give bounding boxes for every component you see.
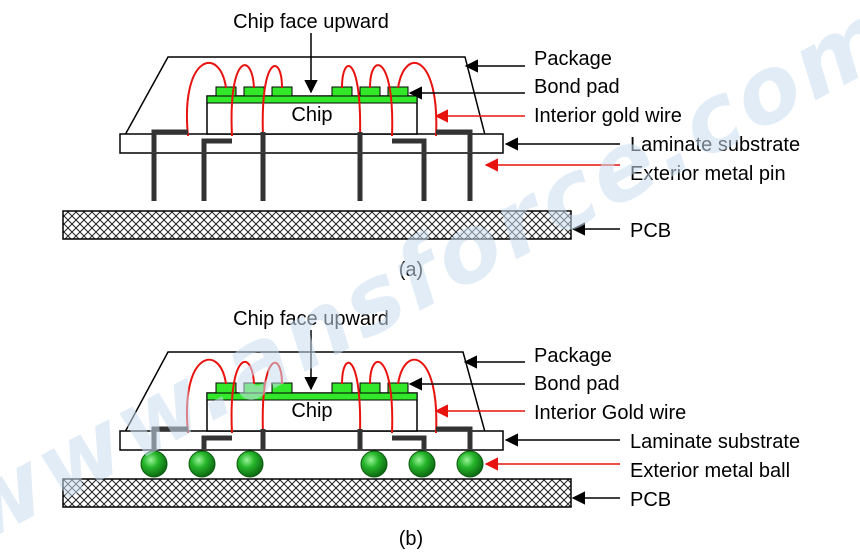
chip-label: Chip	[291, 400, 332, 422]
bond-pad	[331, 382, 353, 394]
substrate-traces	[151, 129, 473, 152]
solder-ball	[236, 450, 264, 478]
substrate-traces	[151, 426, 473, 449]
trace	[392, 435, 427, 449]
chip-label: Chip	[291, 104, 332, 126]
solder-ball	[360, 450, 388, 478]
pcb-label: PCB	[630, 489, 671, 511]
substrate-label: Laminate substrate	[630, 431, 800, 453]
chip-top-layer	[206, 95, 418, 104]
chip-face-label: Chip face upward	[233, 11, 389, 33]
pcb-board	[62, 210, 572, 240]
gold-wire-label: Interior gold wire	[534, 105, 682, 127]
solder-ball	[456, 450, 484, 478]
diagram-b: Chip face upward Chip Package Bond pad I…	[62, 308, 800, 550]
pcb-label: PCB	[630, 220, 671, 242]
caption-a: (a)	[399, 259, 423, 281]
bond-pad-label: Bond pad	[534, 373, 620, 395]
trace	[436, 426, 473, 449]
gold-wire	[341, 361, 362, 434]
bond-pad	[331, 86, 353, 97]
gold-wire	[261, 361, 283, 434]
gold-wire	[369, 361, 394, 434]
trace	[201, 435, 232, 449]
trace	[392, 138, 427, 152]
gold-wires	[185, 358, 438, 434]
trace	[201, 138, 232, 152]
gold-wires	[185, 61, 438, 137]
trace	[436, 129, 473, 152]
exterior-pin-label: Exterior metal pin	[630, 163, 786, 185]
chip-face-label: Chip face upward	[233, 308, 389, 330]
trace	[151, 129, 188, 152]
substrate-label: Laminate substrate	[630, 134, 800, 156]
solder-ball	[188, 450, 216, 478]
bond-pads	[215, 86, 409, 97]
laminate-substrate	[119, 133, 504, 154]
diagram-a: Chip face upward Chip Package Bond pad I…	[62, 11, 800, 281]
package-label: Package	[534, 345, 612, 367]
solder-ball	[408, 450, 436, 478]
bond-pad-label: Bond pad	[534, 76, 620, 98]
gold-wire	[261, 65, 283, 137]
gold-wire	[185, 61, 227, 137]
pcb-board	[62, 478, 572, 508]
gold-wire-label: Interior Gold wire	[534, 402, 686, 424]
gold-wire	[230, 361, 255, 434]
chip-top-layer	[206, 392, 418, 401]
bond-pad	[359, 382, 381, 394]
bond-pad	[359, 86, 381, 97]
exterior-balls	[140, 450, 484, 478]
solder-ball	[140, 450, 168, 478]
caption-b: (b)	[399, 528, 423, 550]
trace	[151, 426, 188, 449]
gold-wire	[341, 65, 362, 137]
exterior-pins	[151, 153, 473, 201]
gold-wire	[185, 358, 227, 434]
gold-wire	[230, 64, 255, 137]
bond-pad	[271, 86, 293, 97]
bond-pad	[243, 86, 265, 97]
gold-wire	[369, 64, 394, 137]
exterior-ball-label: Exterior metal ball	[630, 460, 790, 482]
package-label: Package	[534, 48, 612, 70]
